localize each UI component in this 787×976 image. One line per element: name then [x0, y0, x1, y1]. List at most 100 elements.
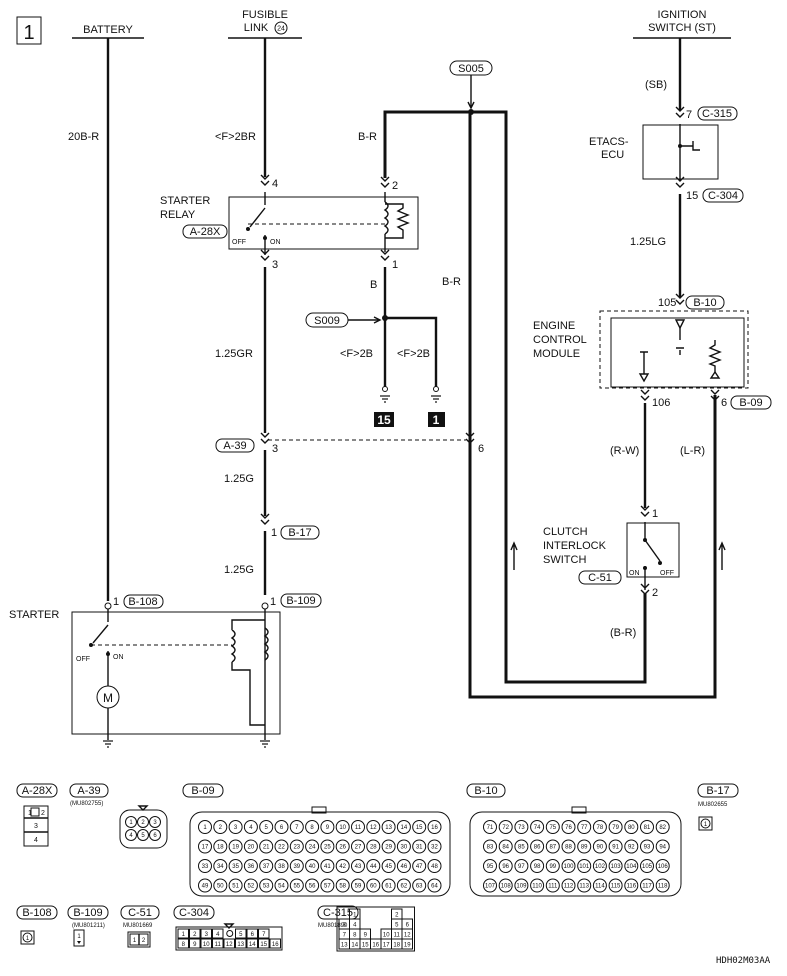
a39-pin-label: 1 [129, 820, 133, 826]
b09-pin-label: 11 [355, 825, 362, 831]
engine-control-module: ENGINE CONTROL MODULE [533, 310, 749, 389]
c315-pin-label: 14 [351, 943, 358, 949]
b09-pin-label: 44 [370, 864, 377, 870]
svg-text:C-304: C-304 [708, 190, 738, 202]
c315-pin-label: 15 [362, 943, 369, 949]
wire-relay-coil-in: B-R [358, 131, 377, 143]
b09-pin [381, 839, 396, 854]
svg-text:105: 105 [658, 297, 676, 309]
wire-ecm-6: (L-R) [680, 445, 705, 457]
b09-pin [259, 878, 274, 893]
page-number: 1 [16, 16, 42, 45]
b09-pin [274, 859, 289, 873]
b10-pin [640, 820, 654, 834]
b09-pin [320, 839, 335, 854]
svg-text:S005: S005 [458, 63, 484, 75]
b09-pin-label: 12 [370, 825, 377, 831]
svg-text:MU802655: MU802655 [698, 802, 728, 808]
b09-pin [351, 820, 365, 834]
b09-pin [366, 859, 381, 873]
b09-pin-label: 30 [401, 845, 408, 851]
b10-pin-label: 102 [595, 864, 606, 870]
b10-pin [592, 839, 607, 854]
c304-pin-label: 11 [215, 942, 222, 948]
b10-pin-label: 105 [642, 864, 653, 870]
b10-pin [561, 878, 576, 893]
b10-pin-label: 94 [659, 845, 666, 851]
a39-pin-label: 5 [141, 833, 145, 839]
b10-pin [561, 859, 576, 873]
c304-pin-label: 12 [226, 942, 233, 948]
svg-text:3: 3 [272, 259, 278, 271]
svg-text:1: 1 [652, 508, 658, 520]
c304-pin [223, 938, 235, 949]
starter-motor: 1 B-108 1 B-109 STARTER OFF ON M [9, 593, 322, 748]
wire-relay-out: 1.25GR [215, 348, 253, 360]
b09-pin [396, 820, 411, 834]
wire-a39-b17: 1.25G [224, 473, 254, 485]
b09-pin [305, 878, 320, 893]
svg-text:B-17: B-17 [706, 785, 729, 797]
b09-pin-label: 9 [326, 825, 330, 831]
b09-pin-label: 7 [295, 825, 299, 831]
b10-pin [530, 839, 545, 854]
c315-pin-label: 9 [364, 933, 368, 939]
c304-pin-label: 15 [260, 942, 267, 948]
b09-pin [412, 839, 427, 854]
b09-pin-label: 60 [370, 884, 377, 890]
b09-pin-label: 23 [293, 845, 300, 851]
b10-pin [640, 878, 654, 893]
c304-pin-label: 2 [193, 932, 197, 938]
wire-ecm-106: (R-W) [610, 445, 639, 457]
b10-pin-label: 101 [579, 864, 590, 870]
a39-pin-label: 3 [153, 820, 157, 826]
etacs-label-1: ETACS- [589, 136, 629, 148]
fusible-link-number: 24 [277, 26, 285, 33]
b10-pin [545, 878, 560, 893]
b09-pin [259, 820, 274, 834]
b09-pin-label: 58 [339, 884, 346, 890]
c315-pin-label: 3 [343, 923, 347, 929]
svg-text:1: 1 [113, 596, 119, 608]
c315-pin-label: 2 [395, 913, 399, 919]
b10-pin-label: 78 [597, 825, 604, 831]
b10-pin-label: 109 [516, 884, 527, 890]
b09-pin-label: 13 [385, 825, 392, 831]
c304-pin [189, 938, 201, 949]
b09-pin-label: 32 [431, 845, 438, 851]
c304-pin [189, 928, 201, 939]
b10-pin [498, 820, 513, 834]
b09-pin-label: 63 [416, 884, 423, 890]
b10-pin [514, 820, 529, 834]
b10-pin-label: 91 [612, 845, 619, 851]
b10-pin-label: 104 [626, 864, 637, 870]
svg-text:ON: ON [270, 239, 281, 246]
b09-pin-label: 2 [219, 825, 223, 831]
connector-c315 [697, 106, 738, 121]
b09-pin-label: 54 [278, 884, 285, 890]
wire-s005-down: B-R [442, 276, 461, 288]
b09-pin [243, 859, 258, 873]
b09-pin [351, 859, 365, 873]
c315-pin-label: 10 [383, 933, 390, 939]
b09-pin-label: 42 [339, 864, 346, 870]
b09-pin [228, 839, 243, 854]
c304-pin [200, 928, 212, 939]
c304-pin-label: 10 [203, 942, 210, 948]
b09-pin [213, 839, 228, 854]
b10-pin-label: 96 [502, 864, 509, 870]
c304-pin-label: 14 [249, 942, 256, 948]
svg-text:1: 1 [28, 810, 32, 817]
b09-pin [198, 839, 212, 854]
b09-pin [228, 859, 243, 873]
b10-pin [592, 859, 607, 873]
c315-pin-label: 1 [353, 913, 357, 919]
b09-pin [289, 820, 304, 834]
c304-pin [212, 928, 224, 939]
b09-pin-label: 29 [385, 845, 392, 851]
c315-pin-label: 17 [383, 943, 390, 949]
b10-pin-label: 77 [581, 825, 588, 831]
b09-pin [289, 859, 304, 873]
svg-text:1: 1 [26, 936, 30, 942]
c315-pin-label: 18 [393, 943, 400, 949]
